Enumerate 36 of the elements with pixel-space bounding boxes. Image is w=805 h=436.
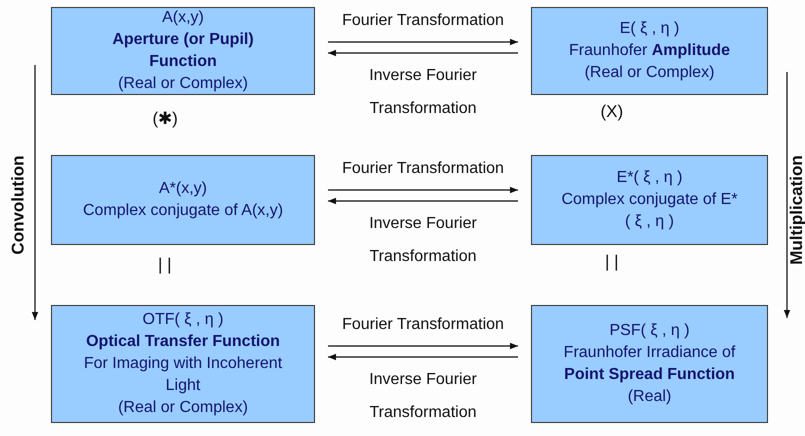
description-text: (Real or Complex) (118, 74, 248, 94)
axis-label: Convolution (8, 155, 28, 255)
function-name: OTF( ξ , η ) (142, 310, 224, 330)
description-text: Aperture (or Pupil) Function (111, 30, 255, 72)
operator-symbol: (✱) (152, 108, 178, 128)
description-text: (Real or Complex) (584, 63, 714, 83)
function-box (531, 155, 768, 245)
description-text: Fraunhofer Amplitude (569, 41, 730, 61)
arrow (328, 354, 518, 360)
function-box (531, 305, 768, 423)
operator-symbol: (X) (600, 102, 624, 122)
operator-symbol: | | (158, 255, 172, 275)
function-name: PSF( ξ , η ) (609, 321, 690, 341)
description-text: (Real) (628, 387, 672, 407)
description-text: For Imaging with Incoherent Light (82, 354, 284, 396)
arrow (328, 186, 518, 194)
function-box (51, 155, 315, 245)
description-text: Optical Transfer Function (86, 332, 280, 352)
arrow (328, 38, 518, 46)
description-text: Fraunhofer Irradiance of (564, 343, 736, 363)
description-text: Point Spread Function (564, 365, 735, 385)
function-box (51, 305, 315, 423)
axis-label: Multiplication (786, 155, 805, 265)
operator-symbol: | | (605, 252, 619, 272)
function-name: E*( ξ , η ) (616, 168, 682, 188)
description-text: Complex conjugate of E*( ξ , η ) (560, 190, 739, 232)
description-text: (Real or Complex) (118, 398, 248, 418)
function-name: E( ξ , η ) (620, 19, 680, 39)
function-box (531, 7, 768, 95)
description-text: Complex conjugate of A(x,y) (82, 201, 284, 221)
function-box (51, 7, 315, 95)
function-name: A(x,y) (162, 8, 204, 28)
arrow (328, 342, 518, 350)
arrow (328, 50, 518, 56)
function-name: A*(x,y) (159, 179, 207, 199)
arrow (328, 198, 518, 204)
